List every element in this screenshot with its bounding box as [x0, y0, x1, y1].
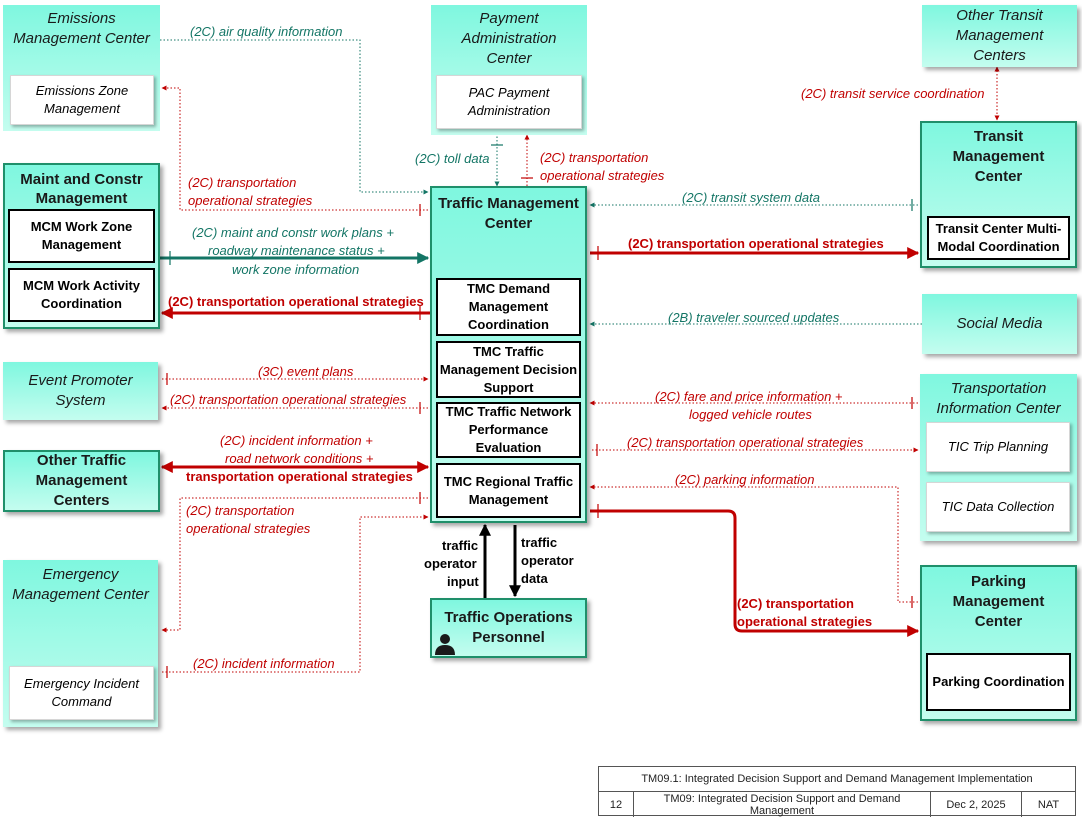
label-incident-1: (2C) incident information + — [220, 433, 373, 448]
flow-emergency-incident — [162, 514, 429, 673]
other-transit-management-centers[interactable]: Other Transit Management Centers — [922, 5, 1077, 67]
footer-date: Dec 2, 2025 — [931, 792, 1022, 817]
label-emergency-incident: (2C) incident information — [193, 656, 335, 671]
node-title: Parking Management Center — [952, 573, 1045, 630]
maint-and-constr-management[interactable]: Maint and Constr Management MCM Work Zon… — [3, 163, 160, 329]
label-toll-data: (2C) toll data — [415, 151, 489, 166]
traffic-management-center[interactable]: Traffic Management Center TMC Demand Man… — [430, 186, 587, 523]
label-op-input-3: input — [447, 574, 479, 589]
label-maint-plans-2: roadway maintenance status + — [208, 243, 385, 258]
label-emissions-tos-2: operational strategies — [188, 193, 313, 208]
label-op-data-1: traffic — [521, 535, 557, 550]
label-tic-tos: (2C) transportation operational strategi… — [627, 435, 864, 450]
node-title: Event Promoter System — [28, 372, 133, 409]
node-title: Transit Management Center — [952, 128, 1045, 185]
emissions-management-center[interactable]: Emissions Management Center Emissions Zo… — [3, 5, 160, 131]
flow-emergency-tos — [161, 497, 428, 633]
other-traffic-management-centers[interactable]: Other Traffic Management Centers — [3, 450, 160, 512]
event-promoter-system[interactable]: Event Promoter System — [3, 362, 158, 420]
tic-data-collection[interactable]: TIC Data Collection — [926, 482, 1070, 532]
label-emergency-tos-2: operational strategies — [186, 521, 311, 536]
label-parking-info: (2C) parking information — [675, 472, 814, 487]
transit-center-multimodal-coordination[interactable]: Transit Center Multi-Modal Coordination — [927, 216, 1070, 260]
label-event-plans: (3C) event plans — [258, 364, 354, 379]
label-emergency-tos-1: (2C) transportation — [186, 503, 294, 518]
tmc-traffic-network-performance-evaluation[interactable]: TMC Traffic Network Performance Evaluati… — [436, 402, 581, 458]
label-fare-2: logged vehicle routes — [689, 407, 812, 422]
flow-parking-info — [589, 484, 918, 603]
label-op-data-2: operator — [521, 553, 574, 568]
label-event-tos: (2C) transportation operational strategi… — [170, 392, 407, 407]
flow-air-quality — [160, 39, 429, 195]
footer-package: TM09: Integrated Decision Support and De… — [634, 792, 931, 817]
label-op-input-1: traffic — [442, 538, 478, 553]
label-incident-3: transportation operational strategies — [186, 469, 413, 484]
label-transit-service: (2C) transit service coordination — [801, 86, 985, 101]
pac-payment-administration[interactable]: PAC Payment Administration — [436, 75, 582, 129]
parking-management-center[interactable]: Parking Management Center Parking Coordi… — [920, 565, 1077, 721]
flow-parking-tos — [590, 509, 920, 637]
label-transit-tos: (2C) transportation operational strategi… — [628, 236, 884, 251]
emissions-zone-management[interactable]: Emissions Zone Management — [10, 75, 154, 125]
label-maint-tos: (2C) transportation operational strategi… — [168, 294, 424, 309]
node-title: Traffic Operations Personnel — [444, 609, 573, 646]
node-title: Other Traffic Management Centers — [35, 452, 128, 509]
node-title: Emergency Management Center — [12, 566, 149, 603]
social-media[interactable]: Social Media — [922, 294, 1077, 354]
label-maint-plans-3: work zone information — [232, 262, 359, 277]
label-parking-tos-1: (2C) transportation — [737, 596, 854, 611]
label-payment-tos-1: (2C) transportation — [540, 150, 648, 165]
transportation-information-center[interactable]: Transportation Information Center TIC Tr… — [920, 374, 1077, 541]
footer-title: TM09.1: Integrated Decision Support and … — [599, 767, 1075, 792]
footer-page: 12 — [599, 792, 634, 817]
flow-emissions-tos — [161, 85, 428, 211]
label-maint-plans-1: (2C) maint and constr work plans + — [192, 225, 394, 240]
node-title: Traffic Management Center — [438, 195, 579, 232]
emergency-management-center[interactable]: Emergency Management Center Emergency In… — [3, 560, 158, 727]
transit-management-center[interactable]: Transit Management Center Transit Center… — [920, 121, 1077, 268]
tic-trip-planning[interactable]: TIC Trip Planning — [926, 422, 1070, 472]
traffic-operations-personnel[interactable]: Traffic Operations Personnel — [430, 598, 587, 658]
footer-info-block: TM09.1: Integrated Decision Support and … — [598, 766, 1076, 817]
label-emissions-tos-1: (2C) transportation — [188, 175, 296, 190]
label-op-data-3: data — [521, 571, 549, 586]
node-title: Other Transit Management Centers — [955, 7, 1044, 64]
tmc-demand-management-coordination[interactable]: TMC Demand Management Coordination — [436, 278, 581, 336]
node-title: Maint and Constr Management — [20, 171, 143, 207]
node-title: Payment Administration Center — [461, 10, 557, 67]
emergency-incident-command[interactable]: Emergency Incident Command — [9, 666, 154, 720]
parking-coordination[interactable]: Parking Coordination — [926, 653, 1071, 711]
tmc-regional-traffic-management[interactable]: TMC Regional Traffic Management — [436, 463, 581, 518]
label-parking-tos-2: operational strategies — [737, 614, 872, 629]
label-traveler: (2B) traveler sourced updates — [668, 310, 840, 325]
label-transit-system: (2C) transit system data — [682, 190, 820, 205]
mcm-work-activity-coordination[interactable]: MCM Work Activity Coordination — [8, 268, 155, 322]
node-title: Social Media — [956, 315, 1043, 332]
label-fare-1: (2C) fare and price information + — [655, 389, 843, 404]
mcm-work-zone-management[interactable]: MCM Work Zone Management — [8, 209, 155, 263]
payment-administration-center[interactable]: Payment Administration Center PAC Paymen… — [431, 5, 587, 135]
label-incident-2: road network conditions + — [225, 451, 374, 466]
tmc-traffic-management-decision-support[interactable]: TMC Traffic Management Decision Support — [436, 341, 581, 398]
label-air-quality: (2C) air quality information — [190, 24, 342, 39]
label-op-input-2: operator — [424, 556, 477, 571]
node-title: Transportation Information Center — [936, 380, 1061, 417]
person-icon — [435, 634, 455, 655]
label-payment-tos-2: operational strategies — [540, 168, 665, 183]
footer-author: NAT — [1037, 798, 1060, 811]
node-title: Emissions Management Center — [13, 10, 150, 47]
